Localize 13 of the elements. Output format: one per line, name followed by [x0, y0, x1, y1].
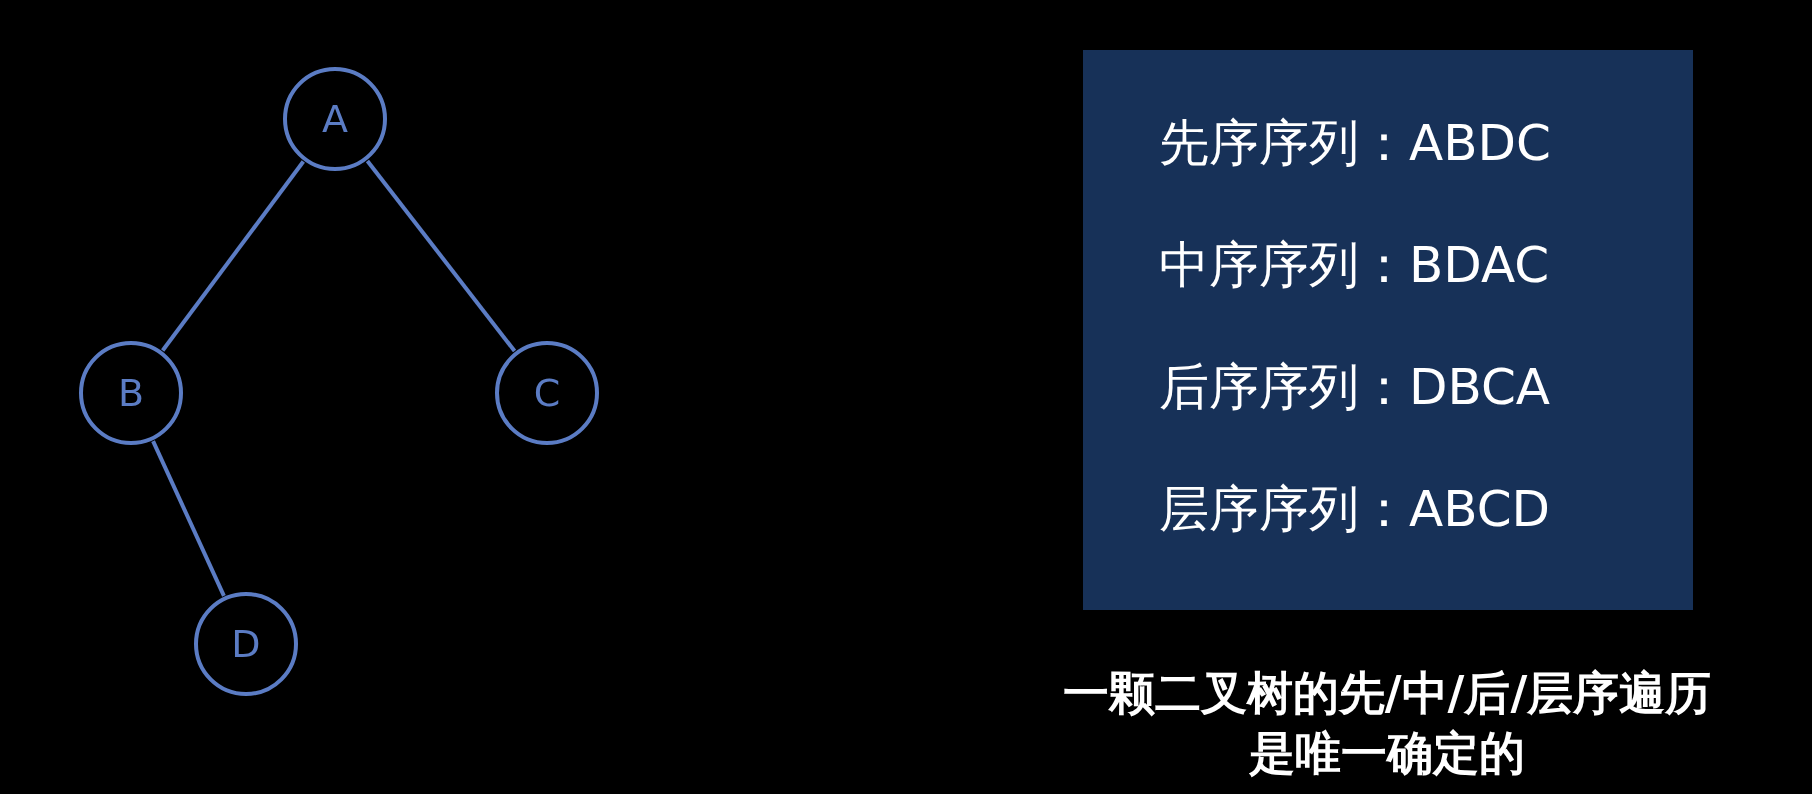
tree-node-circle: D: [194, 592, 298, 696]
tree-edge: [151, 440, 226, 597]
tree-node-circle: C: [495, 341, 599, 445]
caption-text: 一颗二叉树的先/中/后/层序遍历是唯一确定的: [1061, 665, 1713, 782]
tree-edge: [365, 159, 517, 353]
sequence-text: 中序序列：BDAC: [1159, 240, 1550, 290]
tree-edge: [161, 160, 305, 352]
tree-node-circle: B: [79, 341, 183, 445]
traversal-panel: [1083, 50, 1693, 610]
sequence-text: 层序序列：ABCD: [1159, 484, 1551, 534]
sequence-text: 后序序列：DBCA: [1159, 362, 1551, 412]
tree-node-circle: A: [283, 67, 387, 171]
sequence-text: 先序序列：ABDC: [1159, 118, 1551, 168]
